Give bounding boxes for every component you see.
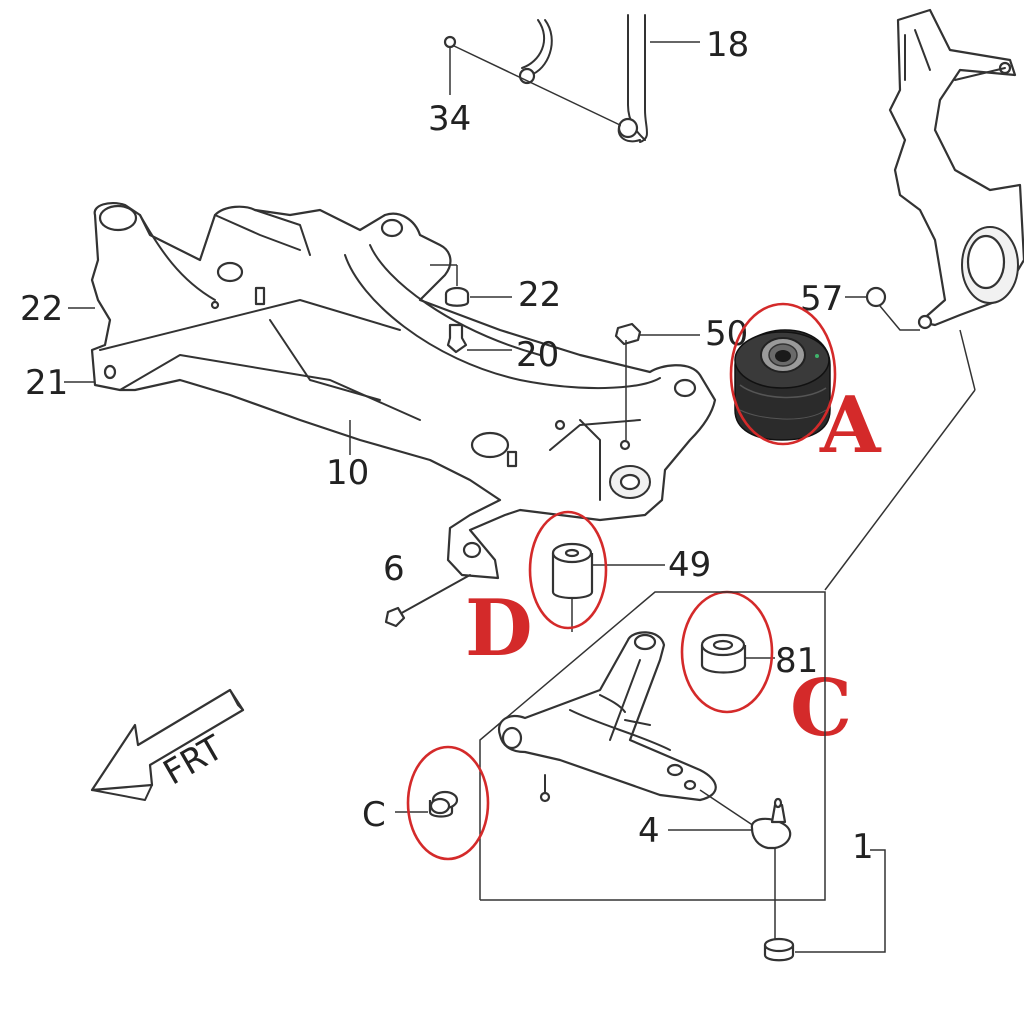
callout-1: 1: [852, 827, 874, 867]
steering-knuckle: [888, 8, 1024, 330]
callout-c: C: [362, 795, 386, 835]
callout-49: 49: [668, 545, 711, 585]
nut-50: [614, 322, 700, 440]
callout-22-left: 22: [20, 289, 63, 329]
callout-34: 34: [428, 99, 471, 139]
callout-10: 10: [326, 453, 369, 493]
front-direction-arrow-icon: [90, 688, 245, 801]
callout-4: 4: [638, 811, 660, 851]
callout-20: 20: [516, 335, 559, 375]
stabilizer-bar: [443, 14, 700, 143]
callout-6: 6: [383, 549, 405, 589]
plug-22: [430, 264, 512, 307]
front-subframe: [90, 201, 717, 580]
highlight-a: [729, 302, 837, 446]
bushing-49: [551, 542, 665, 632]
callout-81: 81: [775, 641, 818, 681]
callout-18: 18: [706, 25, 749, 65]
marker-a: A: [819, 380, 882, 471]
highlight-d: [528, 510, 608, 630]
marker-c: C: [790, 663, 852, 754]
callout-22-right: 22: [518, 275, 561, 315]
bushing-81: [700, 633, 775, 674]
control-arm-assembly: [395, 329, 976, 962]
bolt-57: [845, 286, 920, 331]
callout-21: 21: [25, 363, 68, 403]
marker-d: D: [465, 583, 533, 674]
bolt-20: [446, 323, 512, 354]
bolt-6: [384, 574, 471, 628]
bushing-a: [734, 329, 831, 441]
highlight-c-plug: [406, 745, 490, 861]
callout-57: 57: [800, 279, 843, 319]
